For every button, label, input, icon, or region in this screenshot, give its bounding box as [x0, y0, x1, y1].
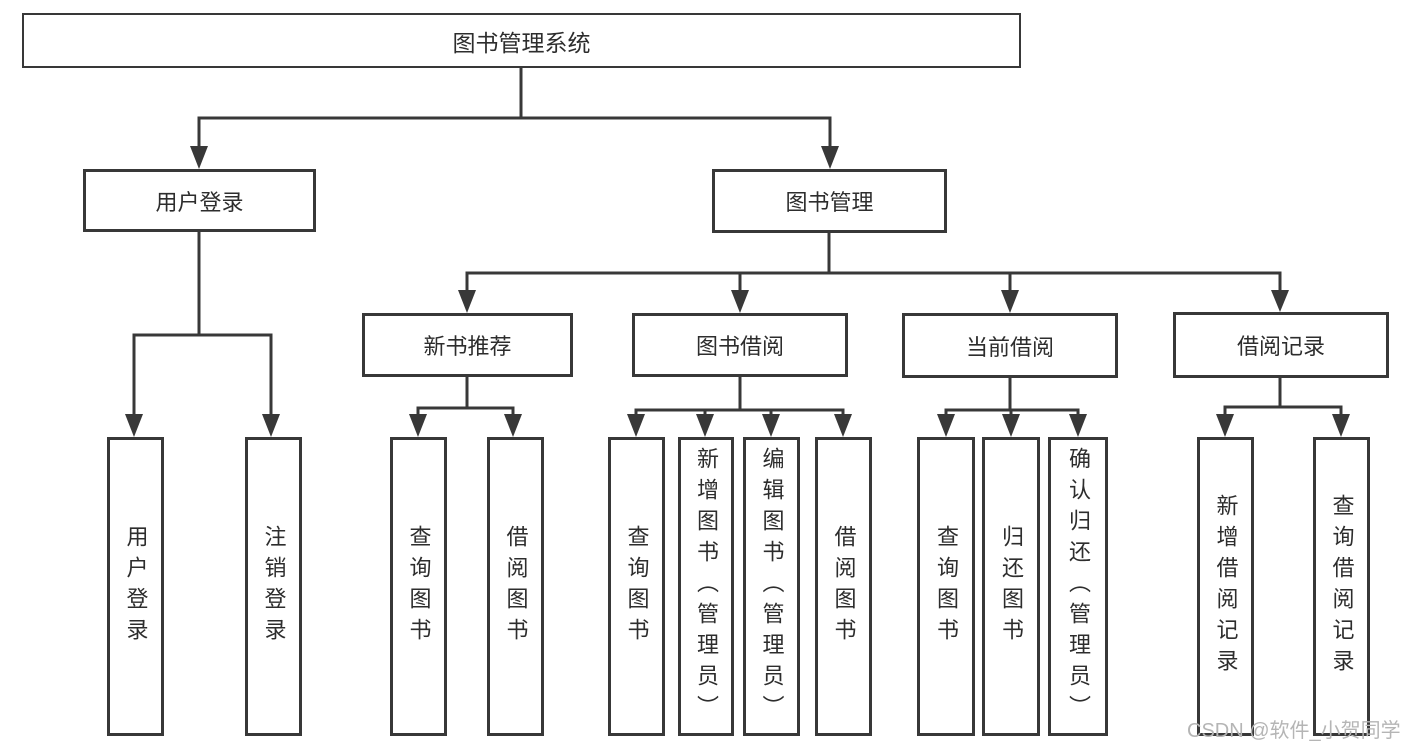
node-cb-query-books: 查询图书	[917, 437, 975, 736]
node-library-system-label: 图书管理系统	[452, 29, 591, 56]
node-library-system: 图书管理系统	[22, 13, 1021, 68]
node-rec-borrow-books: 借阅图书	[487, 437, 544, 736]
node-new-book-recommend: 新书推荐	[362, 313, 573, 377]
node-borrowing-records-label: 借阅记录	[1236, 334, 1325, 359]
node-user-login-leaf: 用户登录	[107, 437, 164, 736]
node-current-borrowing: 当前借阅	[902, 313, 1118, 378]
csdn-watermark: CSDN @软件_小贺同学	[1187, 720, 1401, 742]
node-new-book-recommend-label: 新书推荐	[423, 334, 512, 359]
node-book-borrowing: 图书借阅	[632, 313, 848, 377]
node-br-query-record-label: 查询借阅记录	[1329, 493, 1355, 680]
node-cb-return-books-label: 归还图书	[999, 524, 1024, 649]
node-book-borrowing-label: 图书借阅	[695, 334, 784, 359]
node-bb-edit-books-admin-label: 编辑图书（管理员）	[759, 447, 785, 726]
node-cb-confirm-return-admin: 确认归还（管理员）	[1048, 437, 1108, 736]
node-rec-query-books-label: 查询图书	[406, 524, 432, 649]
node-rec-borrow-books-label: 借阅图书	[503, 524, 529, 649]
node-cb-return-books: 归还图书	[982, 437, 1040, 736]
node-bb-edit-books-admin: 编辑图书（管理员）	[743, 437, 800, 736]
node-br-query-record: 查询借阅记录	[1313, 437, 1370, 736]
node-logout: 注销登录	[245, 437, 302, 736]
node-cb-confirm-return-admin-label: 确认归还（管理员）	[1066, 447, 1091, 726]
node-bb-borrow-books: 借阅图书	[815, 437, 872, 736]
node-bb-query-books: 查询图书	[608, 437, 665, 736]
node-current-borrowing-label: 当前借阅	[965, 334, 1054, 360]
node-rec-query-books: 查询图书	[390, 437, 447, 736]
node-bb-add-books-admin: 新增图书（管理员）	[678, 437, 734, 736]
node-bb-borrow-books-label: 借阅图书	[831, 524, 857, 649]
node-user-login: 用户登录	[83, 169, 316, 232]
node-book-management-label: 图书管理	[785, 190, 874, 215]
node-user-login-leaf-label: 用户登录	[123, 524, 149, 649]
node-br-add-record-label: 新增借阅记录	[1213, 493, 1239, 680]
node-bb-query-books-label: 查询图书	[624, 524, 650, 649]
node-bb-add-books-admin-label: 新增图书（管理员）	[694, 447, 719, 726]
node-br-add-record: 新增借阅记录	[1197, 437, 1254, 736]
node-user-login-label: 用户登录	[155, 189, 244, 215]
node-borrowing-records: 借阅记录	[1173, 312, 1389, 378]
node-logout-label: 注销登录	[261, 524, 287, 649]
node-book-management: 图书管理	[712, 169, 947, 233]
node-cb-query-books-label: 查询图书	[934, 524, 959, 649]
